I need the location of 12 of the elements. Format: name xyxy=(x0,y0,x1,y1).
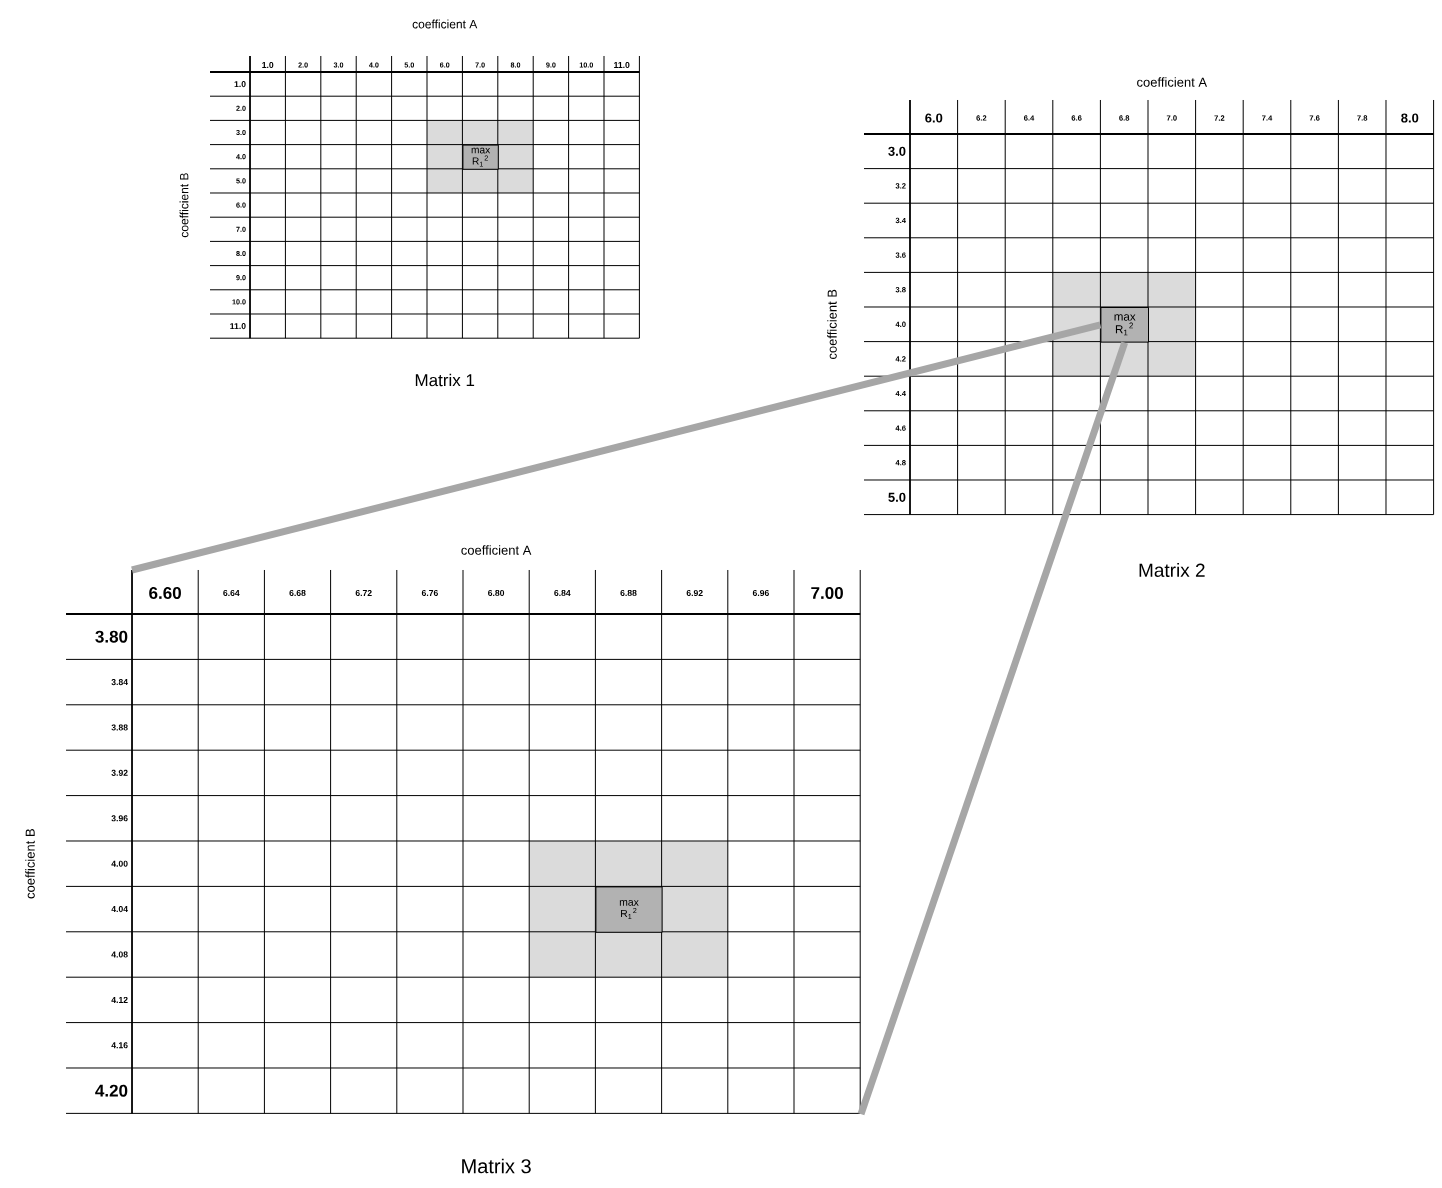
matrix-grid xyxy=(65,569,862,1115)
matrix-caption: Matrix 2 xyxy=(1139,563,1205,577)
matrix-caption: Matrix 1 xyxy=(415,373,475,387)
zoom-band xyxy=(857,341,1128,1116)
tick-label: 3.80 xyxy=(95,630,128,643)
matrix-caption: Matrix 3 xyxy=(462,1158,531,1174)
zoom-band xyxy=(131,321,1102,574)
matrix-grid xyxy=(863,99,1435,516)
tick-label: 4.20 xyxy=(95,1084,128,1097)
tick-label: 6.60 xyxy=(149,587,181,599)
matrix-grid xyxy=(209,55,641,340)
tick-label: 7.00 xyxy=(811,587,843,599)
